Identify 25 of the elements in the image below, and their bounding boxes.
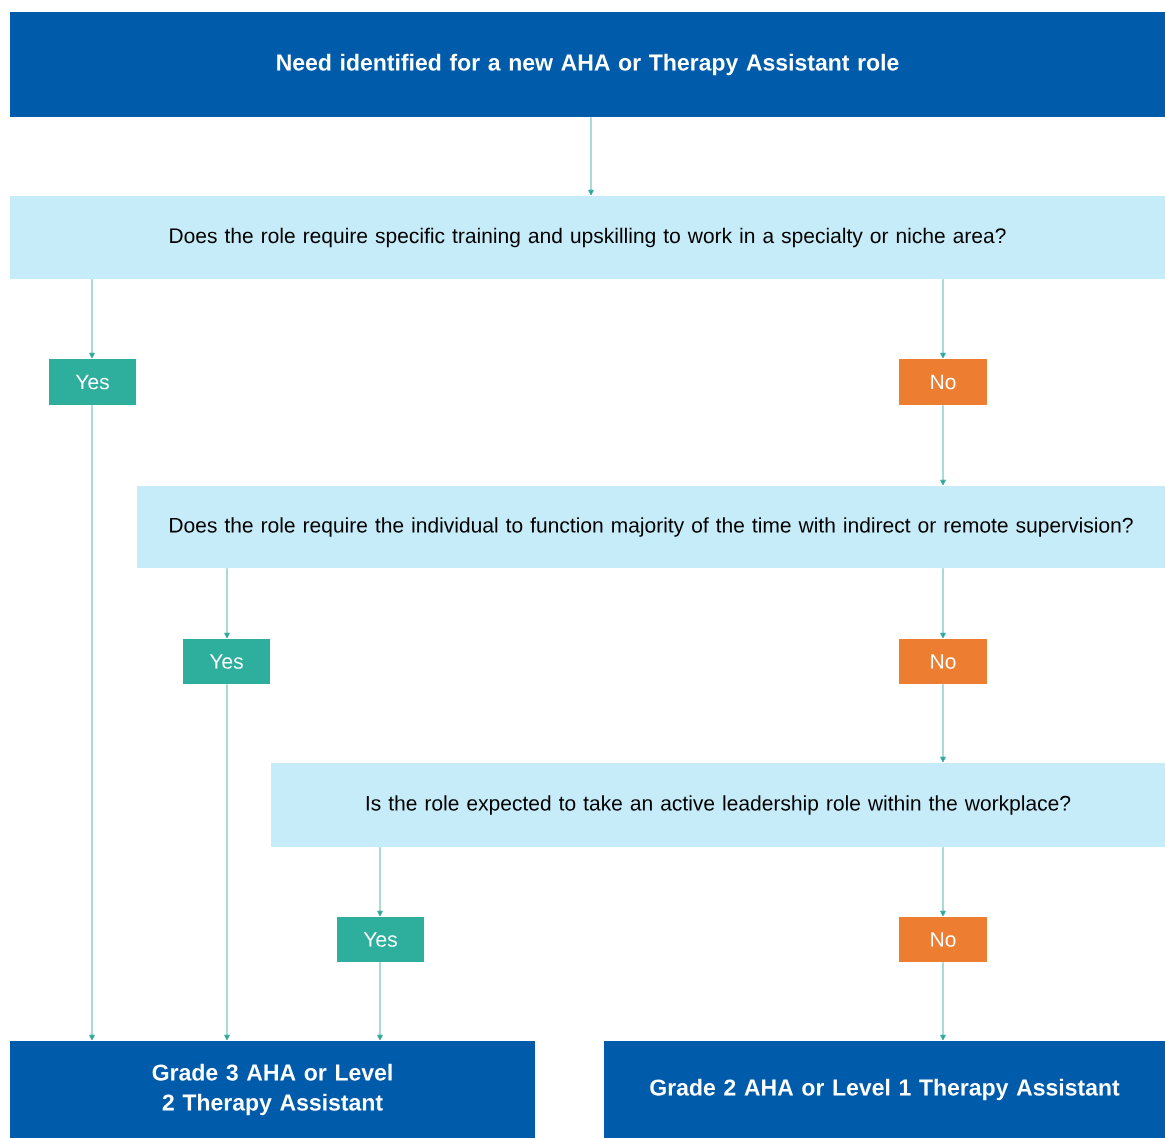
no-box: No bbox=[899, 639, 987, 684]
arrow bbox=[224, 683, 230, 1041]
title-box: Need identified for a new AHA or Therapy Assistant role bbox=[10, 12, 1165, 117]
outcome-box: Grade 2 AHA or Level 1 Therapy Assistant bbox=[604, 1041, 1165, 1138]
no-box: No bbox=[899, 917, 987, 962]
arrow bbox=[940, 683, 946, 763]
arrow bbox=[940, 846, 946, 917]
arrow bbox=[89, 404, 95, 1041]
arrow bbox=[940, 961, 946, 1041]
yes-box: Yes bbox=[49, 359, 136, 405]
arrow bbox=[940, 278, 946, 359]
yes-box: Yes bbox=[183, 639, 270, 684]
yes-box: Yes bbox=[337, 917, 424, 962]
question-box: Is the role expected to take an active leadership role within the workplace? bbox=[271, 763, 1165, 847]
arrow bbox=[224, 567, 230, 639]
question-box: Does the role require specific training and upskilling to work in a specialty or niche area? bbox=[10, 196, 1165, 279]
outcome-box: Grade 3 AHA or Level 2 Therapy Assistant bbox=[10, 1041, 535, 1138]
no-box: No bbox=[899, 359, 987, 405]
arrow bbox=[940, 404, 946, 486]
arrow bbox=[940, 567, 946, 639]
arrow bbox=[89, 278, 95, 359]
question-box: Does the role require the individual to function majority of the time with indirect or remote supervision? bbox=[137, 486, 1165, 568]
arrow bbox=[588, 116, 594, 196]
arrow bbox=[377, 846, 383, 917]
arrow bbox=[377, 961, 383, 1041]
